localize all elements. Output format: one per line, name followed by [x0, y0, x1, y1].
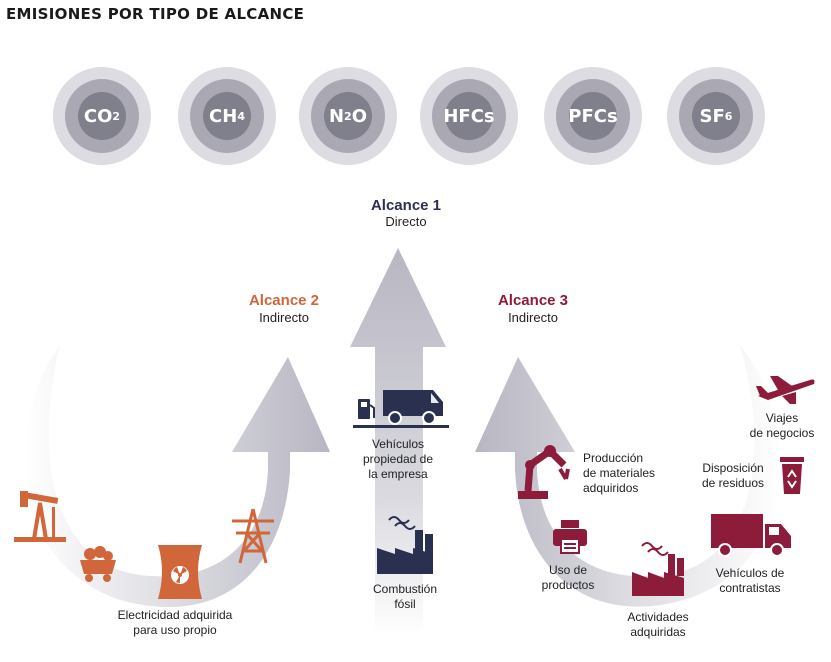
scope3-subtitle: Indirecto	[508, 310, 558, 325]
gas-badge-pfcs: PFCs	[544, 67, 642, 165]
label-electricidad: Electricidad adquirida para uso propio	[117, 608, 233, 637]
fuel-truck-icon	[353, 390, 449, 428]
label-combustion: Combustión fósil	[372, 582, 438, 611]
airplane-icon	[756, 376, 815, 404]
recycle-bin-icon	[780, 457, 804, 494]
truck-icon	[711, 514, 791, 557]
label-vehiculos-propios: Vehículos propiedad de la empresa	[362, 437, 434, 481]
label-contratistas: Vehículos de contratistas	[715, 566, 785, 595]
scope2-title: Alcance 2	[248, 292, 320, 309]
scope3-arrow	[475, 345, 781, 607]
power-tower-icon	[232, 508, 274, 564]
factory-icon	[377, 516, 433, 574]
label-residuos: Disposición de residuos	[701, 461, 765, 490]
scope2-subtitle: Indirecto	[259, 310, 309, 325]
coal-cart-icon	[80, 546, 116, 582]
label-actividades: Actividades adquiridas	[627, 610, 689, 639]
robot-arm-icon	[518, 445, 570, 499]
printer-icon	[553, 520, 587, 554]
label-viajes: Viajes de negocios	[749, 411, 815, 440]
label-uso: Uso de productos	[541, 563, 595, 592]
gas-badge-hfcs: HFCs	[420, 67, 518, 165]
page-title: EMISIONES POR TIPO DE ALCANCE	[6, 5, 305, 23]
oil-pump-icon	[14, 491, 66, 542]
scope1-title: Alcance 1	[370, 197, 442, 214]
scope1-subtitle: Directo	[385, 214, 427, 229]
scope3-title: Alcance 3	[497, 292, 569, 309]
label-produccion: Producción de materiales adquiridos	[583, 451, 656, 495]
nuclear-plant-icon	[158, 545, 202, 599]
factory-icon	[632, 542, 684, 596]
